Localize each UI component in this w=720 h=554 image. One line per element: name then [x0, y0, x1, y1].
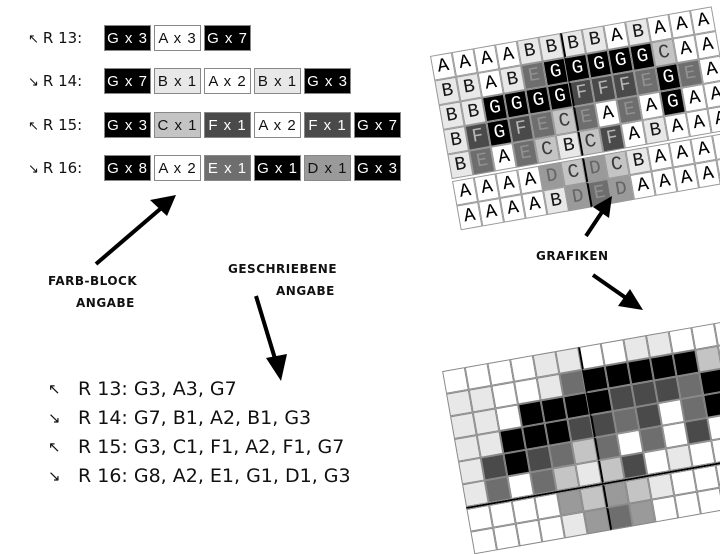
arrows-layer	[0, 0, 720, 540]
arrow-to-color-chart-head	[618, 289, 643, 310]
arrow-to-blocks	[96, 204, 166, 264]
arrow-to-color-chart	[593, 275, 626, 298]
arrow-to-written	[256, 296, 276, 362]
arrow-to-written-head	[266, 354, 287, 381]
arrow-to-letter-chart	[586, 212, 602, 236]
